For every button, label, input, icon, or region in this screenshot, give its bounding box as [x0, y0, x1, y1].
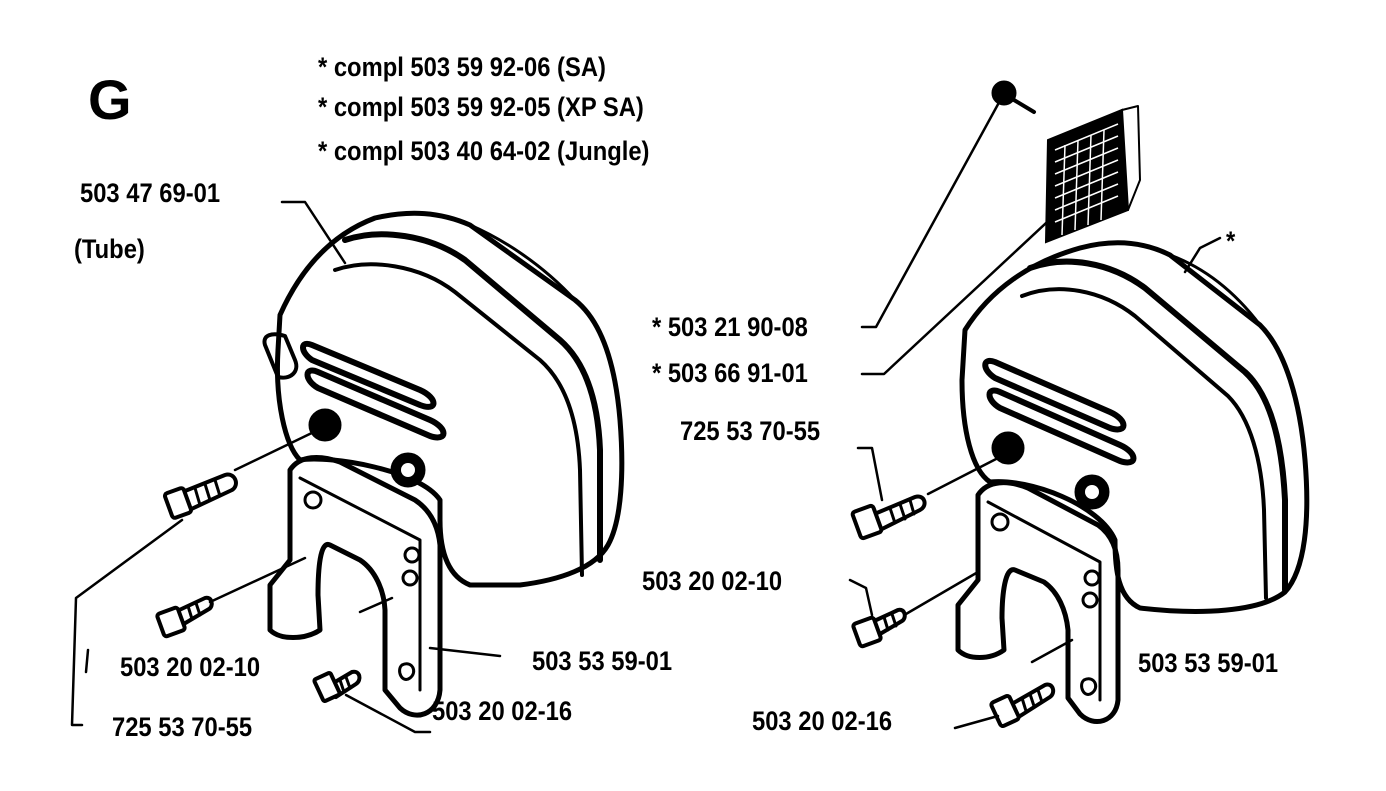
left-short-bolt: [155, 595, 214, 639]
section-letter: G: [88, 68, 132, 131]
right-screw-label: 503 20 02-16: [752, 706, 893, 736]
right-long-bolt: [850, 494, 927, 541]
left-screw: [312, 669, 362, 704]
left-short-bolt-label: 503 20 02-10: [120, 652, 261, 682]
right-leader-lines: [848, 95, 1222, 730]
left-long-bolt: [163, 472, 238, 520]
right-asterisk-marker: *: [1226, 226, 1236, 256]
right-short-bolt: [851, 607, 907, 649]
left-muffler-part-label: 503 47 69-01: [80, 178, 221, 208]
right-screw: [989, 682, 1056, 729]
left-muffler-body: [262, 210, 625, 588]
kit-note-xp-sa: * compl 503 59 92-05 (XP SA): [318, 92, 644, 122]
right-bracket-label: 503 53 59-01: [1138, 648, 1279, 678]
left-leader-lines: [70, 200, 502, 734]
right-long-bolt-label: 725 53 70-55: [680, 416, 821, 446]
kit-note-jungle: * compl 503 40 64-02 (Jungle): [318, 136, 650, 166]
left-long-bolt-label: 725 53 70-55: [112, 712, 253, 742]
right-bracket: [955, 480, 1121, 724]
right-spark-screen: [1044, 105, 1141, 244]
kit-note-sa: * compl 503 59 92-06 (SA): [318, 52, 606, 82]
right-spark-screen-label: * 503 66 91-01: [652, 358, 808, 388]
right-screen-screw: [991, 80, 1036, 114]
right-screen-screw-label: * 503 21 90-08: [652, 312, 808, 342]
right-muffler-body: [959, 240, 1310, 614]
right-short-bolt-label: 503 20 02-10: [642, 566, 783, 596]
left-screw-label: 503 20 02-16: [432, 696, 573, 726]
left-muffler-note: (Tube): [74, 234, 145, 264]
left-bracket-label: 503 53 59-01: [532, 646, 673, 676]
left-bracket: [267, 455, 443, 718]
